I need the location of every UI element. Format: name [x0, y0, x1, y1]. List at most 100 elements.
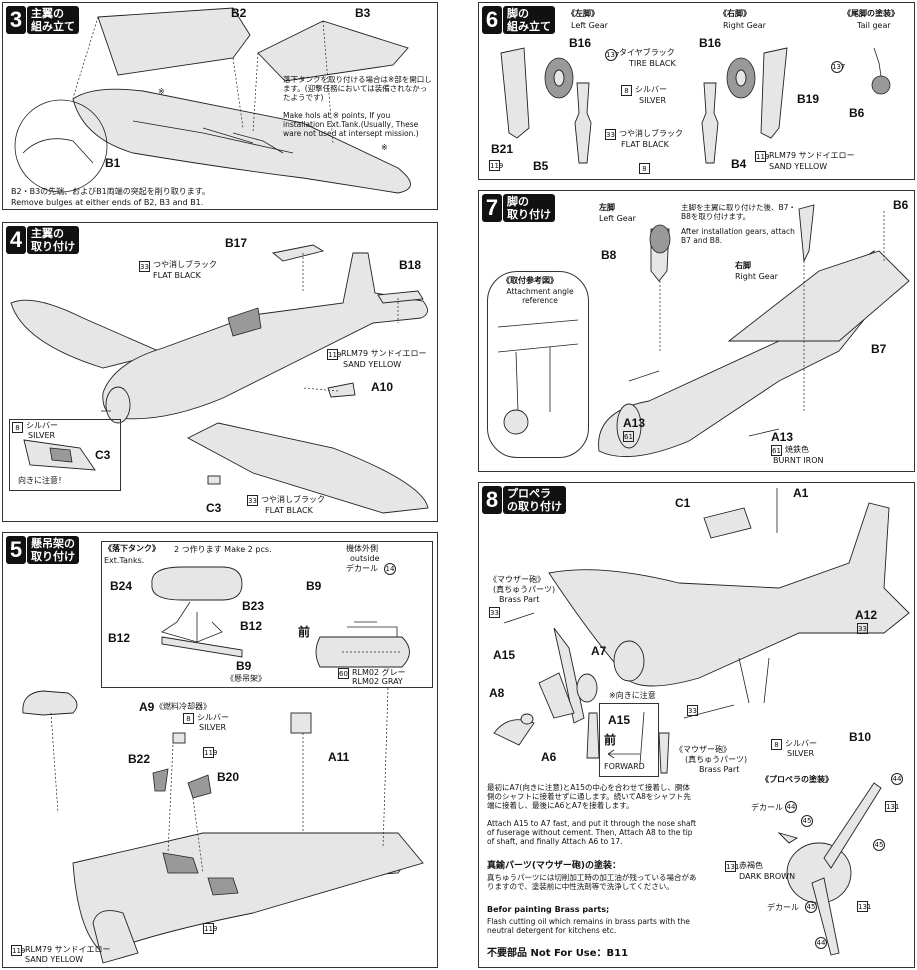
part-a10: A10 — [371, 380, 394, 394]
paint-jp: つや消しブラック — [153, 260, 217, 269]
orientation-note: 向きに注意！ — [18, 476, 66, 485]
reference-jp: 《取付参考図》 — [502, 276, 558, 285]
tail-gear-en: Tail gear — [857, 21, 891, 30]
brass-paint-jp: 真ちゅうパーツには切削加工時の加工油が残っている場合がありますので、塗装前に中性… — [487, 873, 697, 891]
gear-note-jp: 主脚を主翼に取り付けた後、B7・B8を取り付けます。 — [681, 203, 796, 221]
paint-code: 131 — [725, 861, 740, 872]
brass-part-en: Brass Part — [699, 765, 740, 774]
decal-code: 45 — [873, 839, 885, 851]
paint-jp: つや消しブラック — [619, 129, 683, 138]
part-b10: B10 — [849, 730, 872, 744]
decal-code: 14 — [384, 563, 396, 575]
part-c3: C3 — [95, 448, 111, 462]
assembly-en: Attach A15 to A7 fast, and put it throug… — [487, 819, 697, 846]
paint-code: 131 — [885, 801, 900, 812]
attachment-reference-inset: 《取付参考図》 Attachment angle reference — [487, 271, 589, 458]
step-8-panel: 8 プロペラの取り付け C1 A1 A12 33 A7 A15 A8 A6 B1… — [478, 482, 915, 968]
decal-code: 44 — [785, 801, 797, 813]
ext-tank-note-jp: 落下タンクを取り付ける場合は※部を開口します。(迎撃任務においては装備されなかっ… — [283, 75, 432, 102]
part-a13: A13 — [623, 416, 646, 430]
paint-jp: RLM79 サンドイエロー — [25, 945, 111, 954]
step-title: 主翼の組み立て — [27, 6, 79, 34]
left-gear-en: Left Gear — [599, 214, 636, 223]
tank-count: 2 つ作ります Make 2 pcs. — [174, 545, 272, 554]
part-b5: B5 — [533, 159, 549, 173]
part-a13: A13 — [771, 430, 794, 444]
paint-code: 8 — [621, 85, 632, 96]
paint-code: 33 — [489, 607, 500, 618]
gear-install-drawing — [598, 204, 910, 458]
part-c3: C3 — [206, 501, 222, 515]
paint-code: 61 — [623, 431, 634, 442]
part-b21: B21 — [491, 142, 514, 156]
paint-code: 119 — [327, 349, 342, 360]
decal-code: 44 — [891, 773, 903, 785]
paint-code: 8 — [639, 163, 650, 174]
paint-jp: 赤褐色 — [739, 861, 763, 870]
part-b7: B7 — [871, 342, 887, 356]
part-b17: B17 — [225, 236, 248, 250]
decal-code: 45 — [805, 901, 817, 913]
tank-title: 《落下タンク》 — [104, 544, 160, 553]
paint-jp: RLM02 グレー — [352, 668, 406, 677]
decal-jp: 機体外側 — [346, 544, 378, 553]
step-number: 7 — [482, 194, 502, 222]
paint-code: 8 — [12, 422, 23, 433]
gear-note-en: After installation gears, attach B7 and … — [681, 227, 795, 245]
decal-label: デカール — [751, 803, 783, 812]
paint-jp: シルバー — [26, 421, 58, 430]
pylon-label: 《懸吊架》 — [226, 674, 266, 683]
brass-part-jp2: (真ちゅうパーツ) — [493, 585, 556, 594]
part-b4: B4 — [731, 157, 747, 171]
orientation-caution: ※向きに注意 — [609, 691, 656, 700]
brass-paint-en-title: Befor painting Brass parts; — [487, 905, 610, 914]
paint-code: 61 — [771, 445, 782, 456]
part-b8: B8 — [601, 248, 617, 262]
paint-code: 33 — [857, 623, 868, 634]
part-b22: B22 — [128, 752, 151, 766]
part-b20: B20 — [217, 770, 240, 784]
ext-tank-box: 《落下タンク》 2 つ作ります Make 2 pcs. Ext.Tanks. B… — [101, 541, 433, 688]
propeller-install-drawing — [493, 488, 910, 956]
fuselage-wing-drawing — [10, 244, 429, 514]
part-b12: B12 — [240, 619, 263, 633]
paint-en: SILVER — [199, 723, 227, 732]
paint-jp: 焼鉄色 — [785, 445, 809, 454]
paint-en: SAND YELLOW — [25, 955, 84, 964]
step-title: 主翼の取り付け — [27, 226, 79, 254]
gear-assembly-drawing — [500, 47, 891, 164]
decal-code: 44 — [815, 937, 827, 949]
part-a15: A15 — [493, 648, 516, 662]
part-b23: B23 — [242, 599, 265, 613]
paint-code: 33 — [687, 705, 698, 716]
right-gear-jp: 右脚 — [735, 261, 751, 270]
part-b12: B12 — [108, 631, 131, 645]
part-b6: B6 — [893, 198, 909, 212]
paint-jp: タイヤブラック — [619, 48, 675, 57]
paint-code: 131 — [857, 901, 872, 912]
left-gear-jp: 《左脚》 — [567, 9, 599, 18]
part-b9: B9 — [236, 659, 252, 673]
paint-en: TIRE BLACK — [629, 59, 676, 68]
paint-en: BURNT IRON — [773, 456, 824, 465]
step-title: 脚の組み立て — [503, 6, 555, 34]
left-gear-jp: 左脚 — [599, 203, 615, 212]
paint-code: 8 — [183, 713, 194, 724]
paint-en: SAND YELLOW — [769, 162, 828, 171]
tail-gear-jp: 《尾脚の塗装》 — [843, 9, 899, 18]
paint-code: 119 — [203, 923, 218, 934]
brass-paint-en: Flash cutting oil which remains in brass… — [487, 917, 690, 935]
part-b16: B16 — [569, 36, 592, 50]
paint-en: SILVER — [639, 96, 667, 105]
part-b18: B18 — [399, 258, 422, 272]
paint-code: 137 — [831, 61, 846, 73]
paint-jp: シルバー — [785, 739, 817, 748]
part-b16: B16 — [699, 36, 722, 50]
decal-label: デカール — [346, 564, 378, 573]
part-b3: B3 — [355, 6, 371, 20]
left-gear-en: Left Gear — [571, 21, 608, 30]
part-a9: A9 — [139, 700, 155, 714]
part-b1: B1 — [105, 156, 121, 170]
step-number: 5 — [6, 536, 26, 564]
paint-en: SAND YELLOW — [343, 360, 402, 369]
